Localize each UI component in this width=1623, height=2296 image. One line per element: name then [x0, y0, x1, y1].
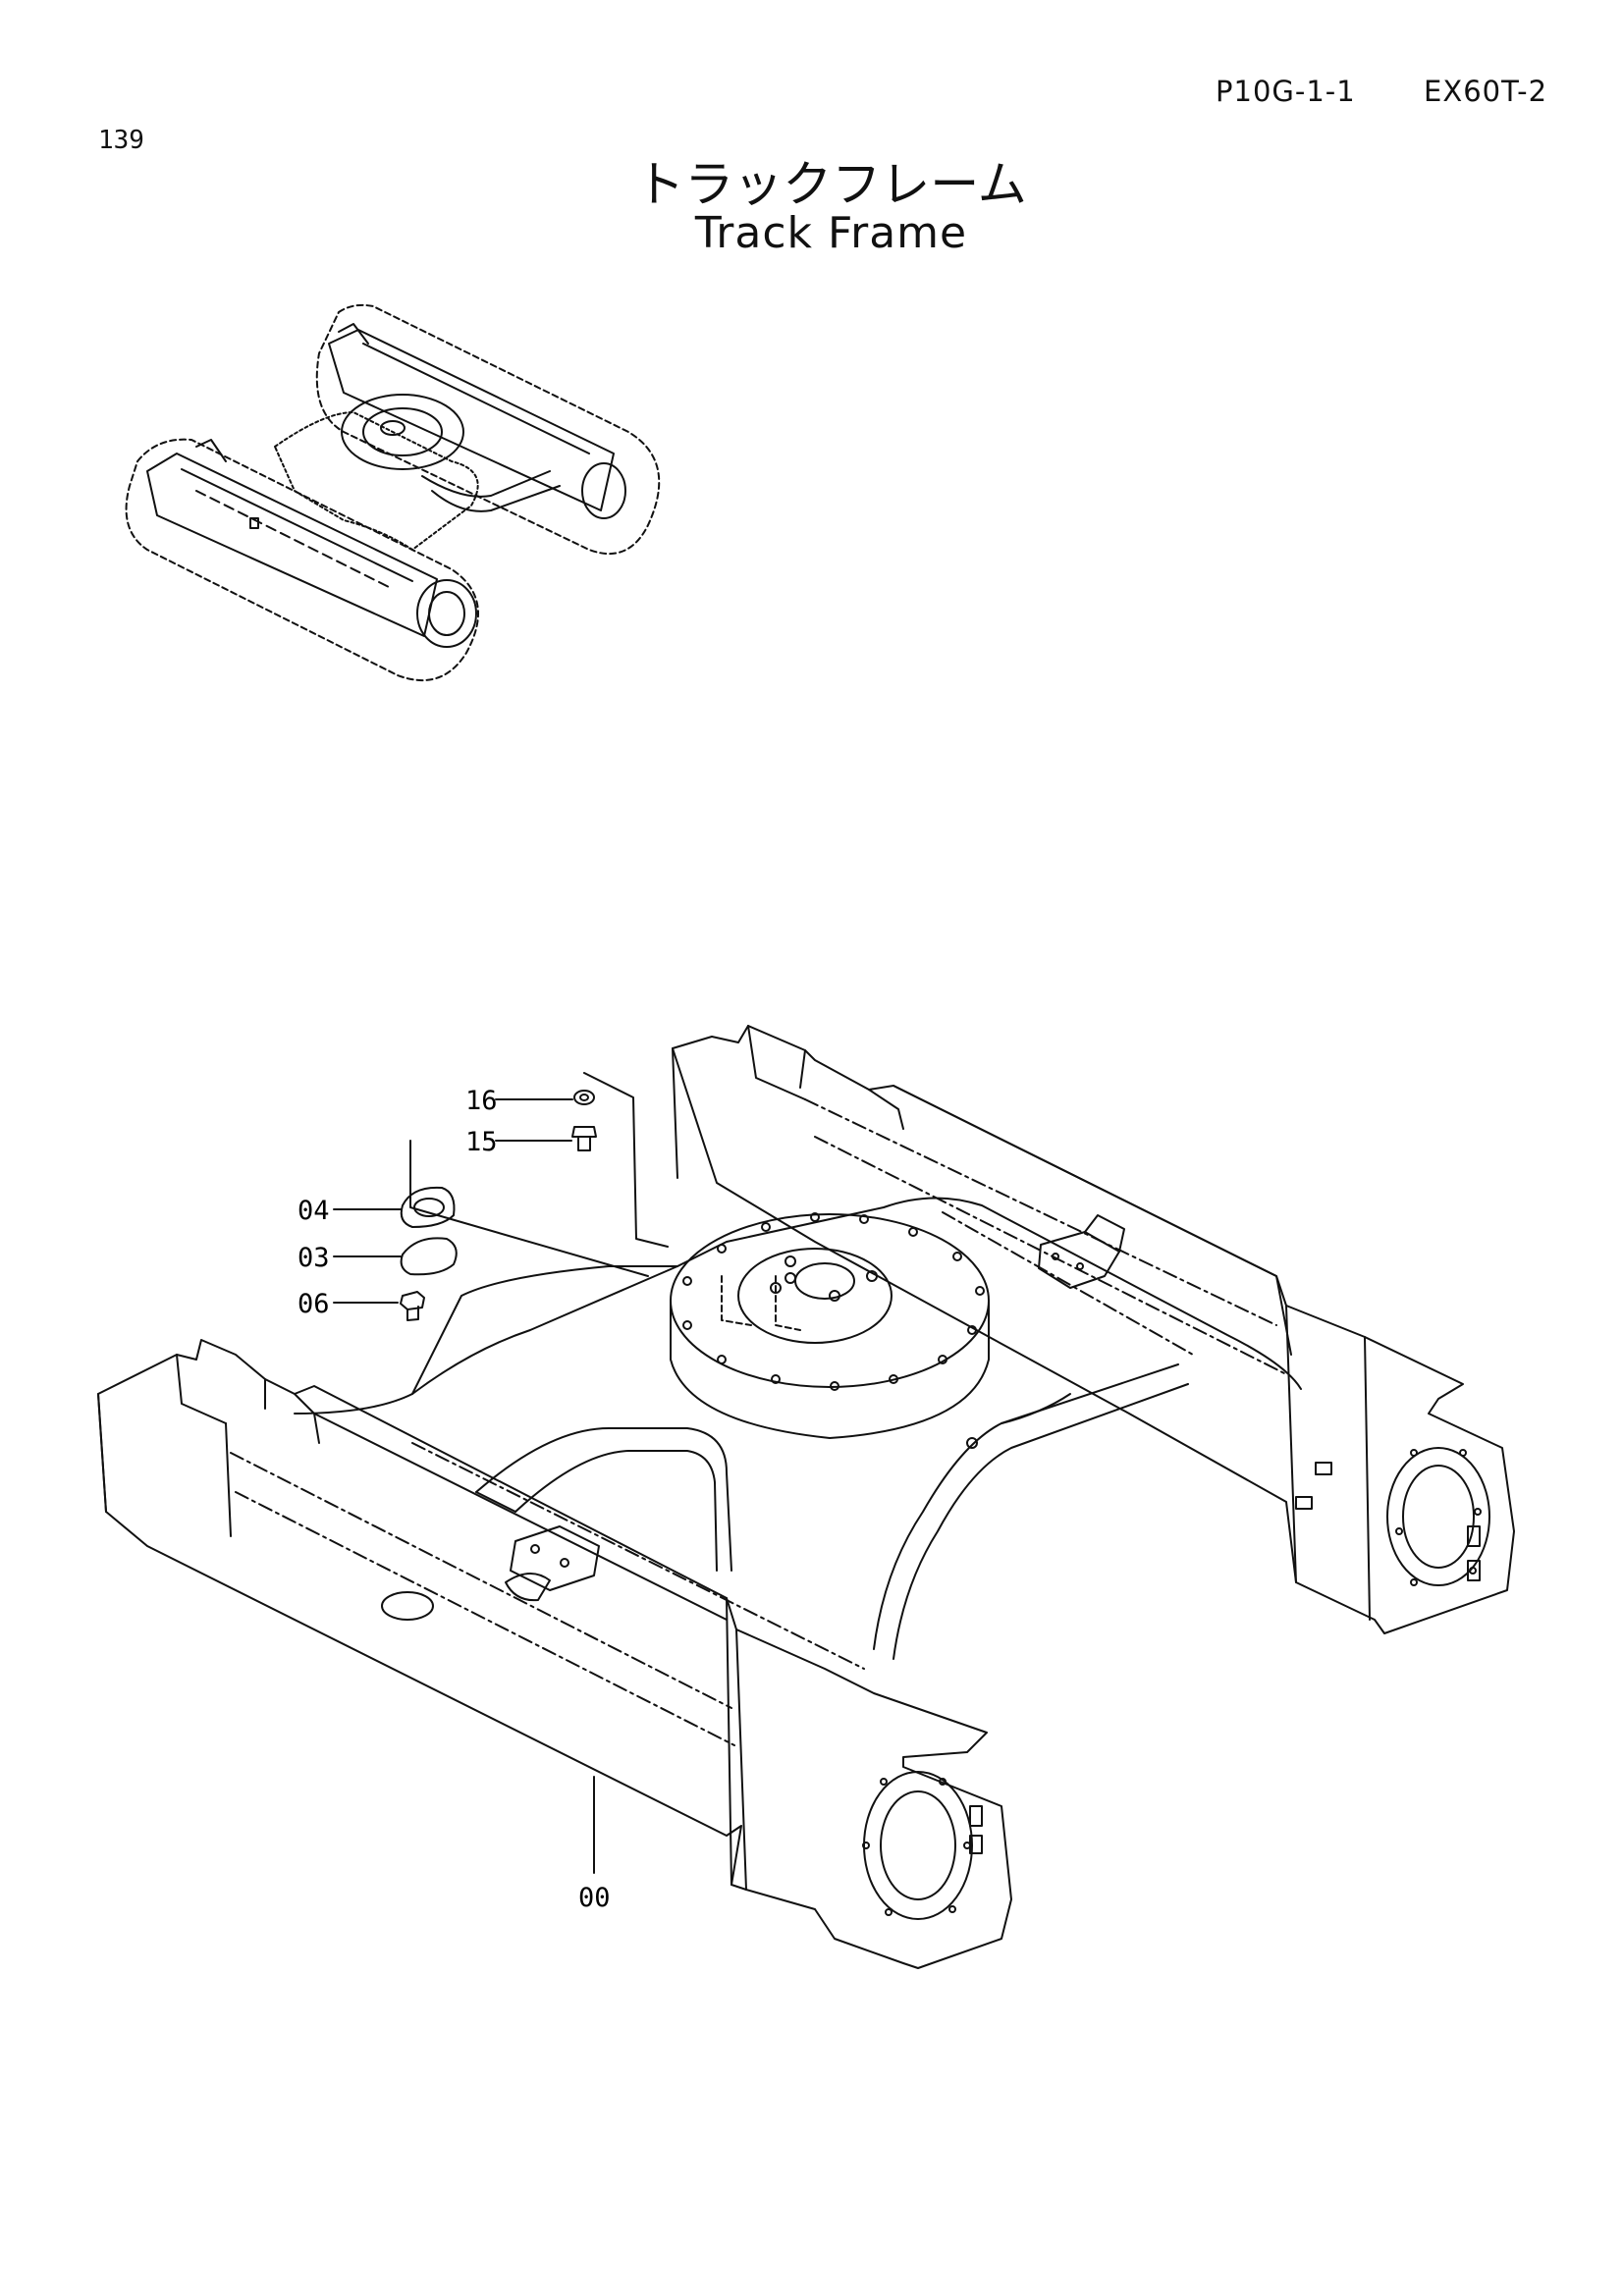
part-03-cover: [400, 1237, 458, 1276]
part-15-bolt: [571, 1126, 597, 1138]
rear-cross-member: [873, 1363, 1179, 1650]
overview-swing-bearing: [341, 394, 464, 470]
title-english-text: Track Frame: [694, 208, 968, 258]
rear-idler-bore: [1386, 1447, 1490, 1586]
overview-idler-rear: [581, 462, 626, 519]
part-04-gasket: [400, 1186, 456, 1228]
overview-front-sideframe: [146, 453, 438, 637]
overview-illustration: [125, 303, 661, 682]
callout-04: 04: [298, 1196, 330, 1226]
front-bracket: [510, 1525, 600, 1591]
swing-circle-inner: [737, 1248, 893, 1344]
callout-00: 00: [578, 1883, 611, 1913]
overview-rear-track: [315, 303, 661, 555]
overview-center-body: [274, 411, 479, 551]
model-code: EX60T-2: [1424, 75, 1548, 108]
callout-leaders: [333, 1098, 595, 1874]
page-number: 139: [98, 126, 144, 155]
leader-04-03-06: [409, 1140, 649, 1277]
rear-bracket: [1038, 1231, 1120, 1289]
title-english: Track Frame: [0, 208, 1623, 258]
main-track-frame: [97, 1025, 1515, 1969]
front-side-frame: [97, 1339, 1012, 1969]
callout-06: 06: [298, 1289, 330, 1319]
leader-15-16: [583, 1072, 669, 1248]
part-06-bolt: [400, 1291, 425, 1310]
title-japanese: トラックフレーム: [0, 145, 1623, 216]
title-japanese-text: トラックフレーム: [635, 156, 1027, 213]
front-cross-member: [475, 1427, 732, 1572]
swing-circle-center: [794, 1262, 855, 1300]
swing-circle-side: [670, 1300, 990, 1439]
exploded-parts: [400, 1072, 669, 1321]
callout-03: 03: [298, 1243, 330, 1273]
part-16-washer: [573, 1090, 595, 1105]
overview-rear-sideframe: [328, 329, 615, 511]
overview-idler-front: [416, 579, 477, 648]
page-code: P10G-1-1: [1216, 75, 1356, 108]
center-frame-outline: [294, 1197, 1302, 1415]
overview-front-track: [125, 438, 479, 682]
front-access-hole: [381, 1591, 434, 1621]
callout-16: 16: [465, 1086, 498, 1116]
callout-15: 15: [465, 1127, 498, 1157]
